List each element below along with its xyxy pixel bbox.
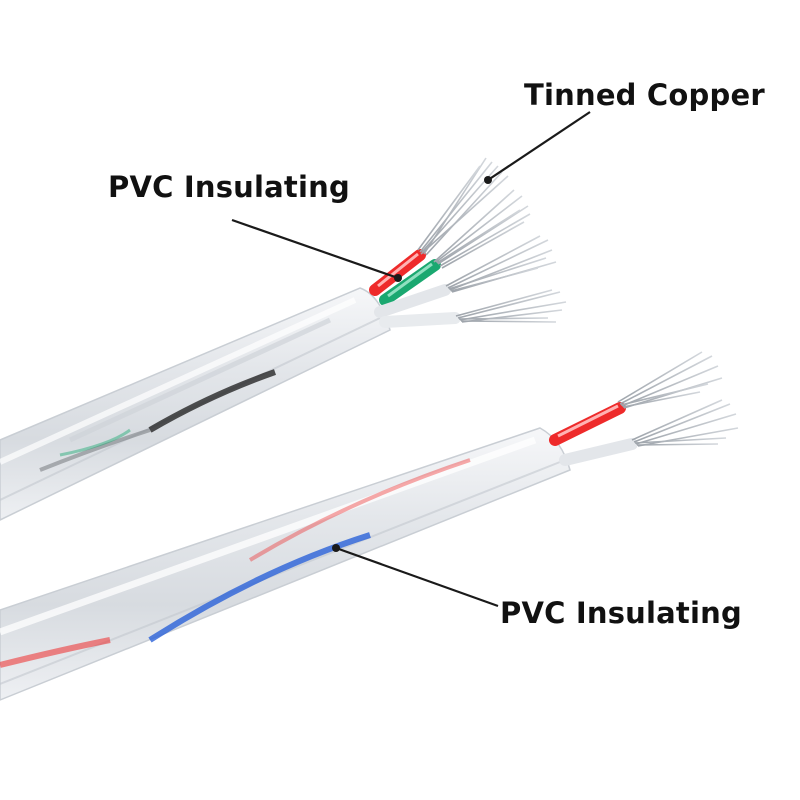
lower-cable <box>0 351 739 701</box>
upper-copper-strands <box>417 157 567 323</box>
lower-red-core-inner <box>0 637 111 668</box>
leader-dot-pvc-upper <box>394 274 402 282</box>
upper-clear-core <box>374 284 451 318</box>
leader-lines <box>231 111 591 608</box>
label-pvc-insulating-lower: PVC Insulating <box>500 596 742 630</box>
lower-blue-core <box>148 532 371 643</box>
upper-exposed-cores <box>369 249 461 328</box>
leader-dot-pvc-lower <box>332 544 340 552</box>
lower-exposed-cores <box>549 402 638 466</box>
upper-green-core <box>379 259 441 306</box>
upper-cable <box>0 157 567 521</box>
label-pvc-insulating-upper: PVC Insulating <box>108 170 350 204</box>
lower-clear-core <box>559 438 638 466</box>
leader-dot-tinned-copper <box>484 176 492 184</box>
lower-red-core <box>549 402 626 446</box>
upper-clear-core-2 <box>379 312 461 328</box>
leader-pvc-lower <box>335 546 499 608</box>
leader-tinned-copper <box>487 111 591 181</box>
upper-black-core <box>148 369 277 433</box>
lower-copper-strands <box>617 351 739 447</box>
leader-pvc-upper <box>231 218 399 280</box>
label-tinned-copper: Tinned Copper <box>524 78 765 112</box>
